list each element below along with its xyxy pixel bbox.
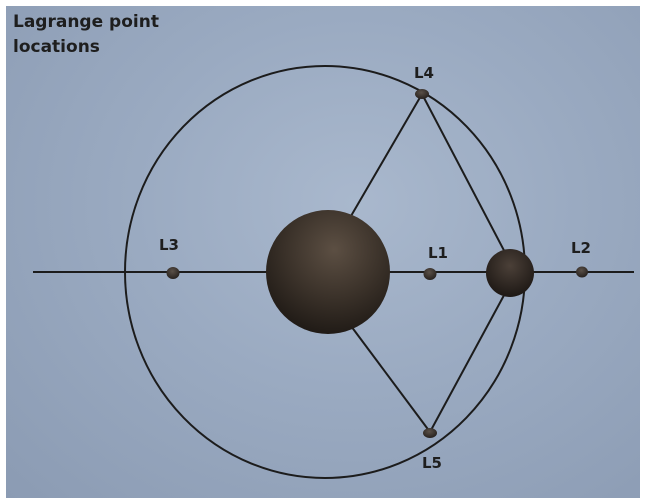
planet-sphere <box>486 249 534 297</box>
l1-label: L1 <box>428 244 448 262</box>
l3-label: L3 <box>159 236 179 254</box>
sun-to-l5-line <box>350 325 431 433</box>
diagram-title: Lagrange point locations <box>13 10 163 60</box>
sun-to-l4-line <box>350 93 423 217</box>
l1-marker <box>423 268 437 280</box>
l2-label: L2 <box>571 239 591 257</box>
diagram-canvas: Lagrange point locations <box>6 6 640 498</box>
sun-sphere <box>266 210 390 334</box>
l5-marker <box>423 428 437 438</box>
l3-marker <box>166 267 180 279</box>
l4-label: L4 <box>414 64 434 82</box>
l5-to-planet-line <box>429 285 510 433</box>
l4-marker <box>415 89 429 99</box>
l2-marker <box>576 266 588 278</box>
title-text: Lagrange point locations <box>13 12 159 57</box>
l5-label: L5 <box>422 454 442 472</box>
l4-to-planet-line <box>421 93 510 261</box>
lagrange-diagram: L1 L2 L3 L4 L5 <box>33 64 634 479</box>
